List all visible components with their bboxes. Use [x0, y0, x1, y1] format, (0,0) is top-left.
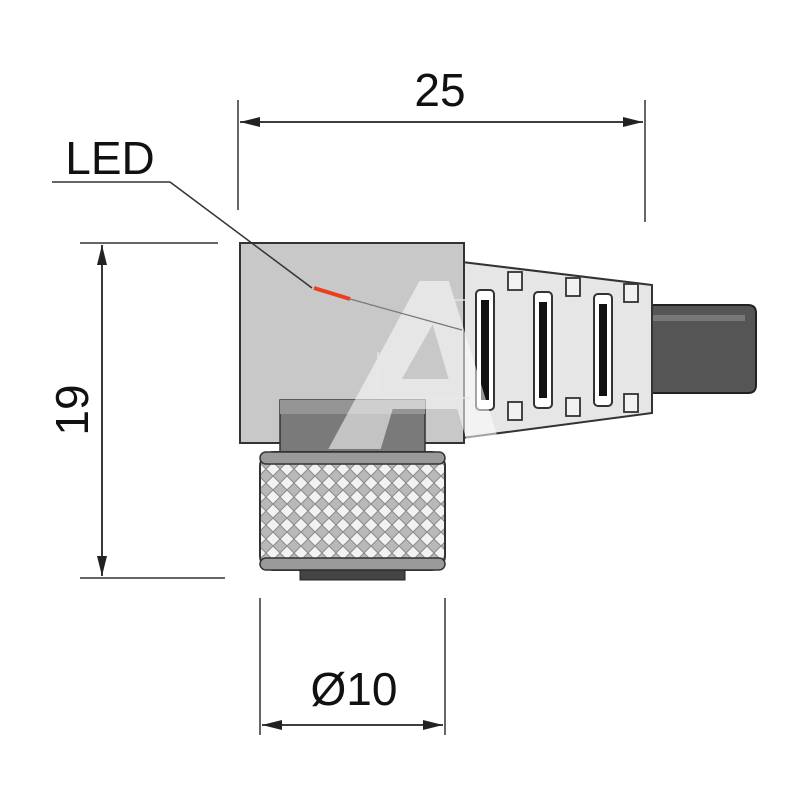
led-label: LED — [65, 132, 154, 184]
grip-bump-top-3 — [623, 283, 639, 303]
strain-relief — [461, 260, 653, 440]
knurled-nut-rim-bottom — [259, 557, 446, 571]
knurled-nut — [259, 451, 446, 571]
cable-body — [639, 304, 757, 394]
grip-bump-bottom-2 — [565, 397, 581, 417]
connector-tip — [299, 569, 406, 581]
diameter-dimension-label: Ø10 — [311, 663, 398, 715]
triangle-a-logo-icon — [328, 281, 502, 449]
led-leader-extension — [349, 298, 463, 331]
extension-lines — [80, 100, 646, 735]
grip-slot-2 — [539, 302, 547, 398]
grip-bump-top-1 — [507, 271, 523, 291]
grip-bump-bottom-1 — [507, 401, 523, 421]
grip-slot-1 — [481, 300, 489, 400]
led-indicator — [313, 286, 351, 301]
grip-bump-top-2 — [565, 277, 581, 297]
width-dimension-label: 25 — [414, 64, 465, 116]
height-dimension-label: 19 — [46, 384, 98, 435]
knurled-nut-rim-top — [259, 451, 446, 465]
knurled-nut-body — [259, 451, 446, 571]
grip-slot-3 — [599, 304, 607, 396]
grip-bump-bottom-3 — [623, 393, 639, 413]
watermark-outline — [377, 299, 470, 399]
dimension-lines — [97, 117, 643, 730]
cable — [639, 304, 757, 394]
led-leader-line — [169, 181, 313, 289]
